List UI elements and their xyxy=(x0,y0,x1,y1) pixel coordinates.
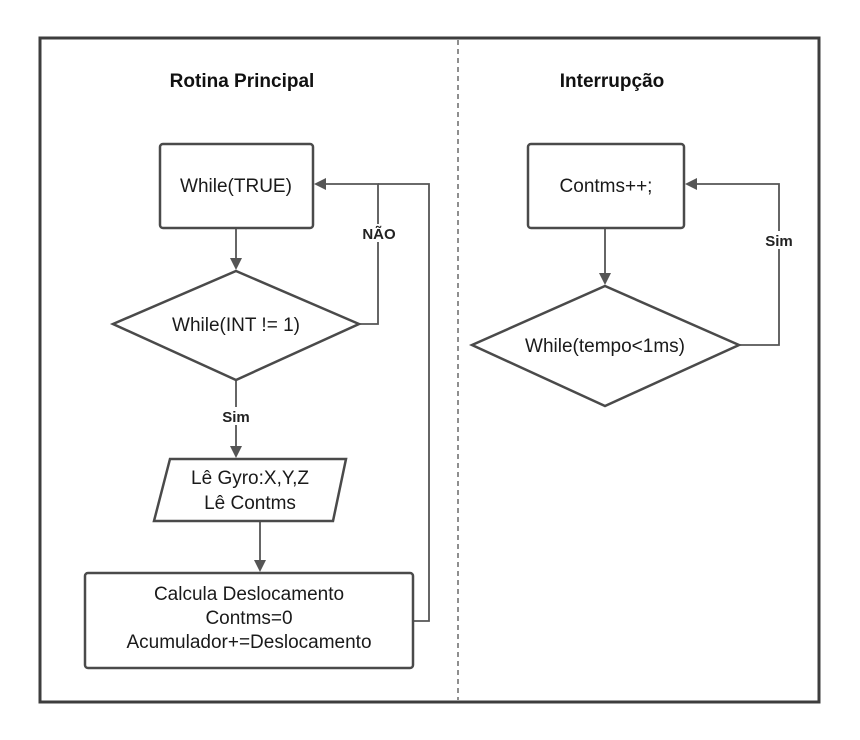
while-int-text: While(INT != 1) xyxy=(172,315,300,336)
while-true-text: While(TRUE) xyxy=(180,176,292,197)
read-gyro-text-line1: Lê Gyro:X,Y,Z xyxy=(191,468,309,489)
while-int-diamond xyxy=(109,269,363,382)
while-tempo-diamond xyxy=(468,284,743,408)
calc-text-line2: Contms=0 xyxy=(205,608,292,629)
contms-text: Contms++; xyxy=(560,176,653,197)
edge-label-sim-right: Sim xyxy=(765,233,793,250)
right-panel-title: Interrupção xyxy=(560,71,665,92)
edge-nao-loop xyxy=(314,178,379,325)
while-tempo-text: While(tempo<1ms) xyxy=(525,336,685,357)
edge-label-nao: NÃO xyxy=(362,225,396,243)
while-true-box xyxy=(158,142,315,230)
read-gyro-text-line2: Lê Contms xyxy=(204,493,296,514)
calc-box xyxy=(83,571,415,670)
contms-box xyxy=(526,142,686,230)
calc-text-line3: Acumulador+=Deslocamento xyxy=(126,632,371,653)
read-gyro-parallelogram xyxy=(152,457,348,523)
edge-sim-loop xyxy=(685,178,780,346)
calc-text-line1: Calcula Deslocamento xyxy=(154,584,344,605)
edge-calc-loop-back xyxy=(378,183,430,622)
edge-label-sim-left: Sim xyxy=(222,409,250,426)
left-panel-title: Rotina Principal xyxy=(170,71,315,92)
diagram-frame xyxy=(38,36,821,704)
